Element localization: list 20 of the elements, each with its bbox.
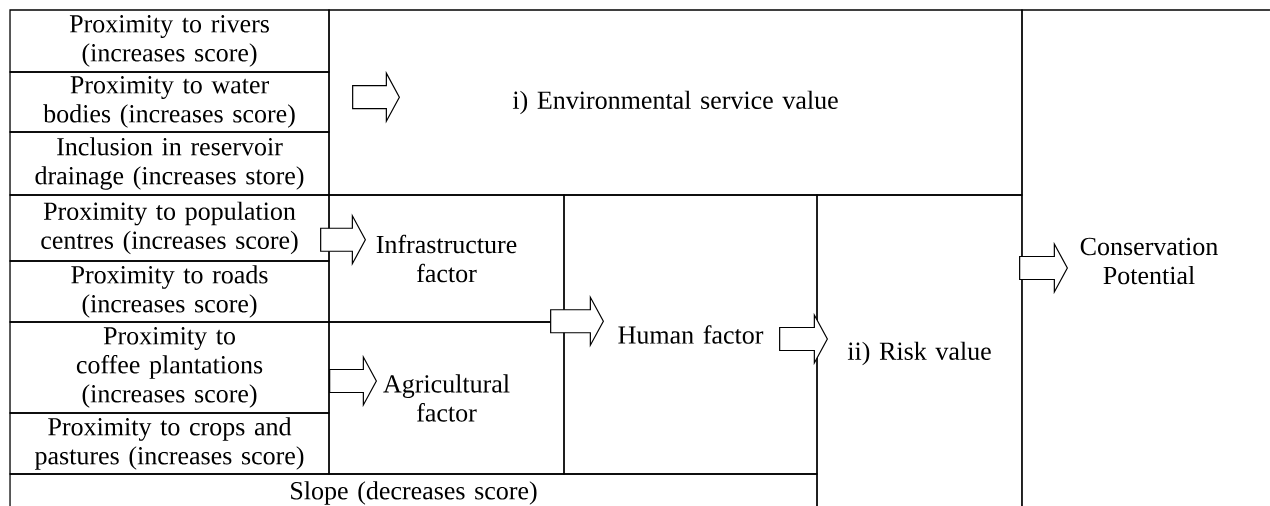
- table-cell: Slope (decreases score): [9, 473, 818, 506]
- table-cell: Human factor: [563, 194, 818, 475]
- block-arrow: [779, 312, 829, 366]
- table-cell: Conservation Potential: [1021, 9, 1270, 506]
- table-cell: ii) Risk value: [816, 194, 1023, 506]
- block-arrow: [320, 213, 367, 267]
- table-cell: Proximity to coffee plantations (increases score): [9, 321, 330, 414]
- table-cell: Proximity to crops and pastures (increases score): [9, 412, 330, 475]
- table-cell: Proximity to roads (increases score): [9, 260, 330, 323]
- block-arrow: [329, 354, 378, 408]
- block-arrow: [352, 70, 401, 124]
- block-arrow: [550, 294, 605, 348]
- table-cell: Proximity to water bodies (increases score): [9, 71, 330, 133]
- table-cell: i) Environmental service value: [328, 9, 1023, 196]
- table-cell: Proximity to population centres (increases score): [9, 194, 330, 262]
- table-cell: Agricultural factor: [328, 321, 565, 475]
- table-cell: Infrastructure factor: [328, 194, 565, 323]
- table-cell: Inclusion in reservoir drainage (increases store): [9, 131, 330, 196]
- table-cell: Proximity to rivers (increases score): [9, 9, 330, 73]
- block-arrow: [1019, 241, 1069, 295]
